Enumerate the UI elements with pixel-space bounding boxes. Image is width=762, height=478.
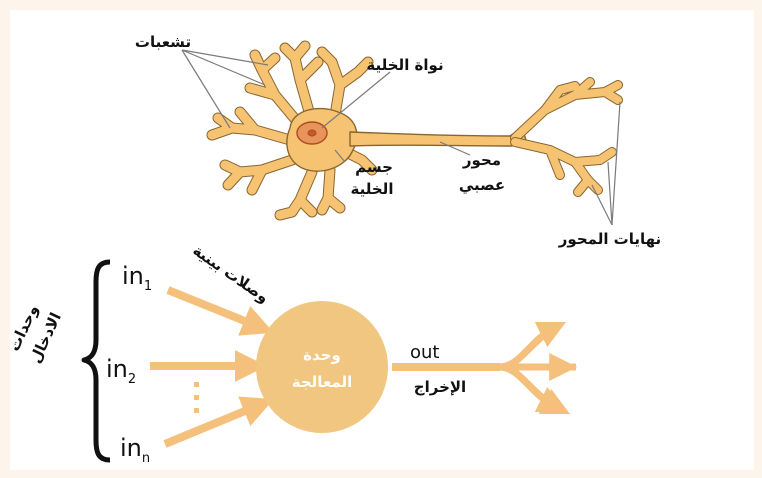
label-dendrites: تشعبات — [135, 33, 191, 51]
leader-lines — [181, 49, 621, 226]
dendrites-shape — [206, 40, 378, 221]
label-output: الإخراج — [414, 378, 466, 396]
neuron-illustration — [206, 40, 623, 221]
label-in-2: in2 — [106, 355, 136, 387]
label-processing-line2: المعالجة — [292, 373, 352, 391]
label-in-1: in1 — [122, 262, 152, 294]
label-cell-body-line1: جسم — [355, 158, 393, 176]
label-connections: وصلات بينية — [189, 241, 272, 307]
axon-shape — [349, 127, 527, 147]
input-brace — [81, 259, 111, 463]
axon-terminals-shape — [510, 77, 623, 197]
label-axon-line1: محور — [462, 151, 501, 169]
arrow-in-1 — [166, 286, 274, 336]
arrow-out-lower — [499, 363, 567, 413]
label-processing-line1: وحدة — [303, 346, 341, 364]
label-cell-body-line2: الخلية — [351, 180, 394, 198]
label-axon-line2: عصبي — [459, 176, 505, 194]
ellipsis-dots — [194, 382, 199, 413]
label-in-n: inn — [120, 434, 150, 466]
label-axon-terminals: نهايات المحور — [558, 230, 661, 248]
label-out: out — [410, 342, 439, 363]
nucleolus-shape — [307, 129, 317, 137]
label-nucleus: نواة الخلية — [366, 56, 443, 74]
arrow-out-upper — [499, 321, 567, 371]
arrow-in-n — [163, 396, 274, 448]
processing-unit-circle — [256, 301, 388, 433]
